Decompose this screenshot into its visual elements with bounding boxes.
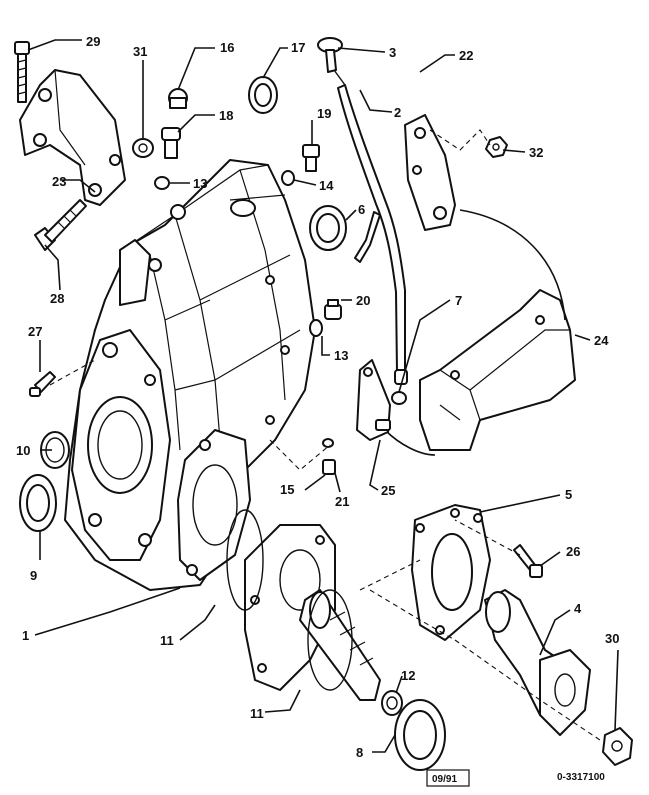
callout-25: 25 bbox=[381, 483, 395, 498]
washer-31 bbox=[132, 138, 154, 158]
bracket-25 bbox=[356, 359, 391, 441]
callout-4: 4 bbox=[574, 601, 582, 616]
callout-22: 22 bbox=[459, 48, 473, 63]
bolt-26 bbox=[513, 544, 543, 578]
rear-housing-4 bbox=[484, 589, 591, 736]
callout-11-rear: 11 bbox=[250, 706, 264, 721]
callout-28: 28 bbox=[50, 291, 64, 306]
dipstick-tube bbox=[337, 84, 408, 385]
callout-27: 27 bbox=[28, 324, 42, 339]
callout-6: 6 bbox=[358, 202, 365, 217]
dipstick bbox=[317, 37, 346, 86]
seal-ring-13-top bbox=[154, 176, 170, 190]
seal-ring-11-front bbox=[226, 509, 264, 611]
callout-26: 26 bbox=[566, 544, 580, 559]
callout-31: 31 bbox=[133, 44, 147, 59]
callout-15: 15 bbox=[280, 482, 294, 497]
callout-8: 8 bbox=[356, 745, 363, 760]
output-shaft bbox=[299, 589, 381, 701]
cover-plate-5 bbox=[411, 504, 491, 641]
plug-20 bbox=[324, 299, 342, 320]
plug-16 bbox=[168, 88, 188, 109]
callout-14: 14 bbox=[319, 178, 334, 193]
callout-21: 21 bbox=[335, 494, 349, 509]
seal-ring-13-mid bbox=[309, 319, 323, 337]
crossmember-24 bbox=[419, 289, 576, 451]
callout-3: 3 bbox=[389, 45, 396, 60]
washer-15 bbox=[322, 438, 334, 448]
callout-10: 10 bbox=[16, 443, 30, 458]
callout-9: 9 bbox=[30, 568, 37, 583]
callout-24: 24 bbox=[594, 333, 609, 348]
callout-13-top: 13 bbox=[193, 176, 207, 191]
callout-30: 30 bbox=[605, 631, 619, 646]
callout-13-mid: 13 bbox=[334, 348, 348, 363]
callout-5: 5 bbox=[565, 487, 572, 502]
bolt-28 bbox=[34, 199, 87, 251]
callout-18: 18 bbox=[219, 108, 233, 123]
nut-21 bbox=[322, 459, 336, 475]
bracket-22 bbox=[404, 114, 456, 231]
breather-18 bbox=[161, 127, 181, 159]
nut-30 bbox=[602, 727, 633, 766]
callout-numbers: 29 31 16 17 3 22 2 18 19 32 13 14 23 6 2… bbox=[16, 34, 619, 760]
seal-17 bbox=[248, 76, 278, 114]
figure-code: 0-3317100 bbox=[557, 772, 605, 783]
date-stamp-text: 09/91 bbox=[432, 774, 457, 785]
callout-32: 32 bbox=[529, 145, 543, 160]
callout-23: 23 bbox=[52, 174, 66, 189]
callout-17: 17 bbox=[291, 40, 305, 55]
bolt-27 bbox=[29, 371, 56, 397]
callout-20: 20 bbox=[356, 293, 370, 308]
nut-32 bbox=[485, 136, 508, 158]
callout-1: 1 bbox=[22, 628, 29, 643]
o-ring-12 bbox=[381, 690, 403, 716]
callout-2: 2 bbox=[394, 105, 401, 120]
plug-19 bbox=[302, 144, 320, 172]
callout-16: 16 bbox=[220, 40, 234, 55]
callout-11-front: 11 bbox=[160, 633, 174, 648]
callout-19: 19 bbox=[317, 106, 331, 121]
washer-14 bbox=[281, 170, 295, 186]
mounting-bracket bbox=[19, 69, 126, 206]
seal-8 bbox=[394, 699, 446, 771]
bolt-29 bbox=[14, 41, 30, 103]
callout-7: 7 bbox=[455, 293, 462, 308]
callout-12: 12 bbox=[401, 668, 415, 683]
callout-29: 29 bbox=[86, 34, 100, 49]
seal-9 bbox=[19, 474, 57, 532]
seal-6 bbox=[309, 205, 347, 251]
o-ring-7 bbox=[391, 391, 407, 405]
transmission-housing bbox=[64, 159, 316, 591]
seal-ring-11-rear bbox=[307, 589, 353, 691]
leader-lines bbox=[27, 39, 619, 753]
date-stamp: 09/91 bbox=[426, 769, 470, 787]
